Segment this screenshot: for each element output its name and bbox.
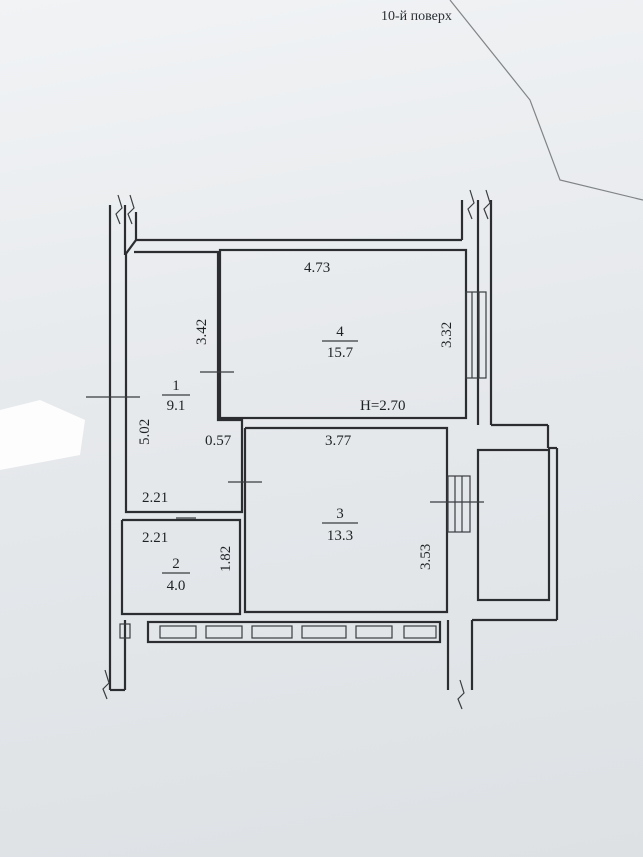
ceiling-height: H=2.70 xyxy=(360,398,406,414)
room-4-area: 15.7 xyxy=(327,345,354,361)
room-3-number: 3 xyxy=(336,506,344,522)
room-1-outline xyxy=(124,250,244,514)
room-1-area: 9.1 xyxy=(167,398,186,414)
dim-room3-height: 3.53 xyxy=(418,544,434,570)
dim-room1-partition: 3.42 xyxy=(194,319,210,345)
room-2-outline xyxy=(120,518,242,616)
windows xyxy=(119,291,487,644)
paper-fold-line xyxy=(449,0,643,201)
paper-tab xyxy=(0,400,85,470)
dim-room4-width: 4.73 xyxy=(304,260,330,276)
dimension-ticks xyxy=(86,371,484,519)
room-4-number: 4 xyxy=(336,324,344,340)
room-3-area: 13.3 xyxy=(327,528,353,544)
dim-room1-height: 5.02 xyxy=(137,419,153,445)
room-2-area: 4.0 xyxy=(167,578,186,594)
room-outlines xyxy=(120,248,551,616)
dim-door-gap: 0.57 xyxy=(205,433,232,449)
dim-room4-height: 3.32 xyxy=(439,322,455,348)
dim-corridor-width: 2.21 xyxy=(142,490,168,506)
balcony-outline xyxy=(476,448,551,602)
dim-room3-width: 3.77 xyxy=(325,433,352,449)
wall-break-marks xyxy=(102,189,491,710)
dim-bath-height: 1.82 xyxy=(218,546,234,572)
dim-bath-width: 2.21 xyxy=(142,530,168,546)
floor-title: 10-й поверх xyxy=(381,9,452,24)
room-3-outline xyxy=(243,426,449,614)
room-2-number: 2 xyxy=(172,556,180,572)
outer-walls xyxy=(108,200,559,692)
room-1-number: 1 xyxy=(172,378,180,394)
